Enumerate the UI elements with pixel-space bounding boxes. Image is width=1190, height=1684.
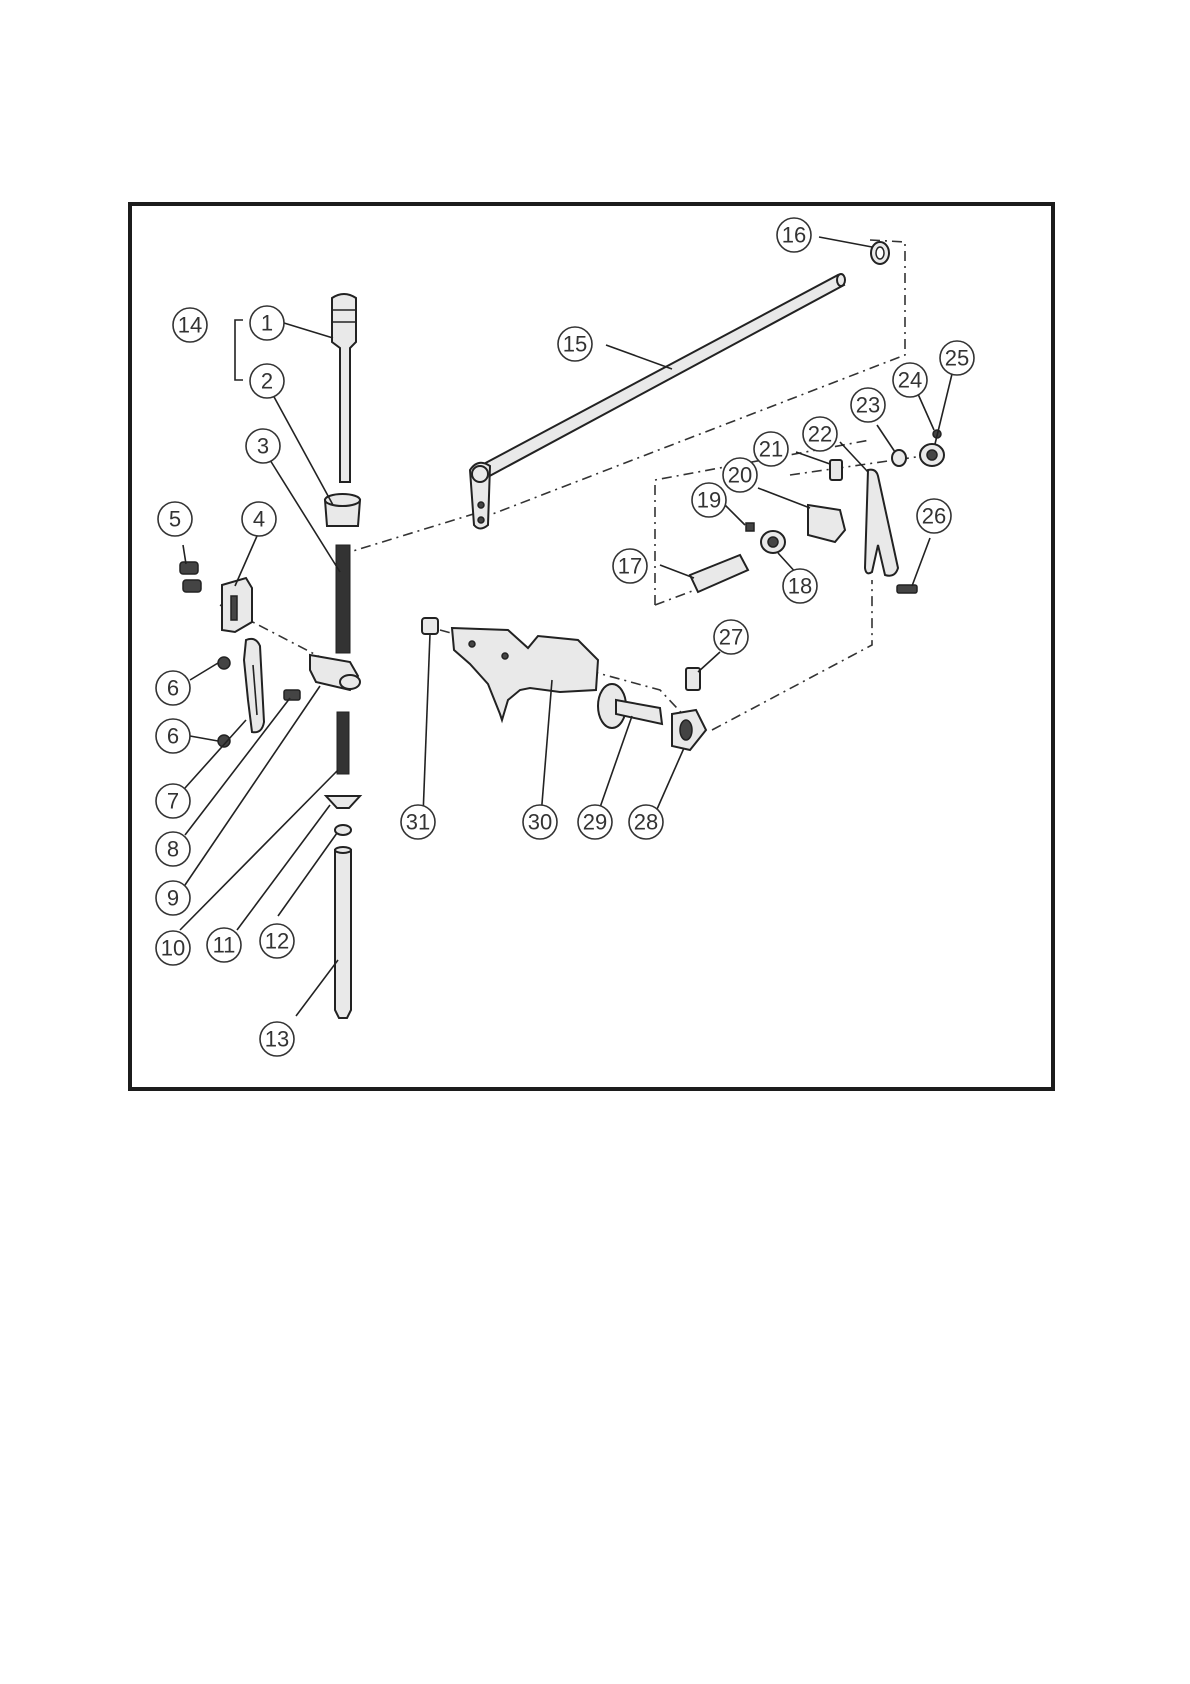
part-15-long-shaft [478, 275, 844, 479]
svg-text:31: 31 [406, 810, 430, 835]
svg-text:26: 26 [922, 504, 946, 529]
part-20-block [808, 505, 845, 542]
callout-25: 25 [940, 341, 974, 375]
part-21-pin [830, 460, 842, 480]
callout-28: 28 [629, 805, 663, 839]
callout-23: 23 [851, 388, 885, 422]
callout-13: 13 [260, 1022, 294, 1056]
svg-text:16: 16 [782, 223, 806, 248]
shaft-15-assembly [470, 242, 889, 529]
svg-text:21: 21 [759, 437, 783, 462]
callout-6-lower: 6 [156, 719, 190, 753]
svg-text:27: 27 [719, 625, 743, 650]
svg-text:7: 7 [167, 789, 179, 814]
svg-text:11: 11 [213, 933, 236, 958]
part-13-lower-shaft [335, 850, 351, 1018]
svg-text:14: 14 [178, 313, 202, 338]
part-3-spring [336, 545, 350, 653]
callout-11: 11 [207, 928, 241, 962]
callout-9: 9 [156, 881, 190, 915]
group-bracket-14 [235, 320, 243, 380]
svg-text:8: 8 [167, 837, 179, 862]
svg-text:13: 13 [265, 1027, 289, 1052]
svg-text:25: 25 [945, 346, 969, 371]
svg-text:12: 12 [265, 929, 289, 954]
callout-30: 30 [523, 805, 557, 839]
right-lever-assembly [690, 430, 944, 593]
callout-4: 4 [242, 502, 276, 536]
callout-16: 16 [777, 218, 811, 252]
part-23-nut [892, 450, 906, 466]
svg-text:17: 17 [618, 554, 642, 579]
callout-15: 15 [558, 327, 592, 361]
callout-27: 27 [714, 620, 748, 654]
callout-10: 10 [156, 931, 190, 965]
svg-text:6: 6 [167, 724, 179, 749]
part-6-nut-upper [218, 657, 230, 669]
center-plate-assembly [422, 618, 706, 750]
left-spindle-assembly [180, 294, 360, 1018]
callout-5: 5 [158, 502, 192, 536]
part-26-screw [897, 585, 917, 593]
callout-14: 14 [173, 308, 207, 342]
svg-text:23: 23 [856, 393, 880, 418]
callout-12: 12 [260, 924, 294, 958]
svg-text:18: 18 [788, 574, 812, 599]
svg-text:20: 20 [728, 463, 752, 488]
svg-text:24: 24 [898, 368, 922, 393]
callout-6-upper: 6 [156, 671, 190, 705]
part-17-spring [690, 555, 748, 592]
svg-text:29: 29 [583, 810, 607, 835]
svg-text:4: 4 [253, 507, 265, 532]
part-8-screw [284, 690, 300, 700]
part-5-screws [180, 562, 201, 592]
svg-text:10: 10 [161, 936, 185, 961]
callout-7: 7 [156, 784, 190, 818]
callouts: 1 2 3 4 5 6 6 7 8 9 10 11 12 13 14 15 16… [156, 218, 974, 1056]
svg-text:2: 2 [261, 369, 273, 394]
part-19-nut [746, 523, 754, 531]
callout-19: 19 [692, 483, 726, 517]
svg-text:15: 15 [563, 332, 587, 357]
callout-1: 1 [250, 306, 284, 340]
callout-18: 18 [783, 569, 817, 603]
svg-text:3: 3 [257, 434, 269, 459]
part-22-lever [865, 470, 898, 576]
callout-21: 21 [754, 432, 788, 466]
callout-20: 20 [723, 458, 757, 492]
part-31-bolt [422, 618, 438, 634]
svg-text:5: 5 [169, 507, 181, 532]
callout-2: 2 [250, 364, 284, 398]
callout-29: 29 [578, 805, 612, 839]
svg-text:30: 30 [528, 810, 552, 835]
svg-text:28: 28 [634, 810, 658, 835]
svg-text:6: 6 [167, 676, 179, 701]
part-10-spring [337, 712, 349, 774]
callout-24: 24 [893, 363, 927, 397]
svg-text:9: 9 [167, 886, 179, 911]
callout-3: 3 [246, 429, 280, 463]
svg-text:1: 1 [261, 311, 273, 336]
callout-22: 22 [803, 417, 837, 451]
svg-text:22: 22 [808, 422, 832, 447]
callout-31: 31 [401, 805, 435, 839]
svg-text:19: 19 [697, 488, 721, 513]
callout-26: 26 [917, 499, 951, 533]
part-11-cone [326, 796, 360, 808]
callout-17: 17 [613, 549, 647, 583]
callout-8: 8 [156, 832, 190, 866]
